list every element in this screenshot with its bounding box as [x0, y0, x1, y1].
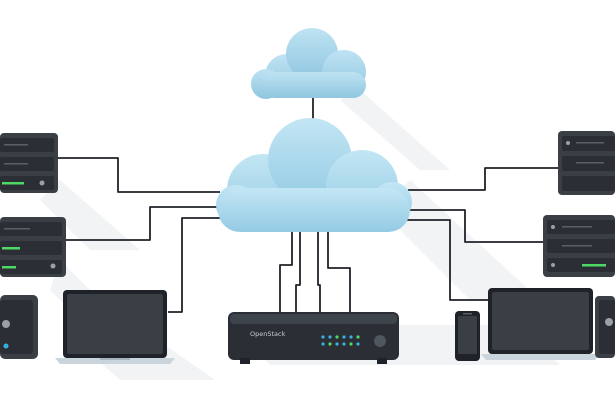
desktop-tower-icon: [0, 295, 38, 359]
link-left-laptop: [168, 217, 230, 313]
cloud-icon: [251, 28, 366, 99]
server-icon: [0, 133, 58, 193]
server-icon: [543, 215, 615, 277]
desktop-tower-icon: [595, 296, 615, 358]
link-left-server-1: [58, 157, 220, 193]
link-router-c: [317, 228, 321, 312]
smartphone-icon: [455, 311, 480, 361]
connection-lines: [58, 96, 560, 313]
cloud-icon: [216, 118, 412, 232]
link-router-b: [295, 228, 301, 312]
link-right-server-1: [408, 167, 560, 191]
link-router-a: [279, 228, 293, 312]
link-right-server-2: [405, 209, 545, 243]
link-right-laptop: [400, 219, 488, 301]
link-router-d: [327, 228, 351, 312]
router-brand-label: OpenStack: [250, 330, 286, 338]
link-left-server-2: [66, 206, 222, 241]
router-status-leds: [321, 335, 360, 346]
server-icon: [0, 217, 66, 277]
router-icon: OpenStack: [228, 312, 399, 364]
laptop-icon: [55, 290, 175, 364]
server-icon: [558, 131, 615, 195]
laptop-icon: [481, 288, 600, 360]
